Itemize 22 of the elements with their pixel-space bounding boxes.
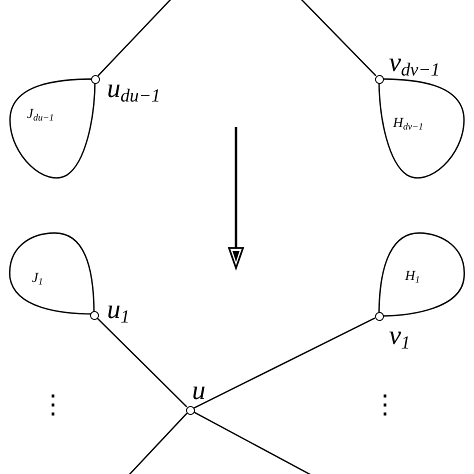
graph-edge [300, 0, 376, 76]
loop-label: J$_{1}$ [32, 272, 43, 288]
graph-edge [98, 0, 172, 76]
graph-edge [127, 412, 188, 474]
graph-edge [194, 412, 314, 474]
vertex-circle [186, 406, 194, 414]
vertex-circle [90, 310, 98, 320]
loop-label: J$_{du−1}$ [27, 108, 54, 124]
loop-label: H$_{1}$ [405, 270, 420, 286]
vertex-label: u [192, 377, 206, 404]
loop-label: H$_{dv−1}$ [393, 117, 424, 133]
ellipsis-dots: ⋮ [40, 392, 66, 418]
vertex-circle [374, 312, 384, 320]
vertex-label: u$_{1}$ [107, 296, 130, 326]
vertex-label: v$_{1}$ [389, 322, 410, 352]
ellipsis-dots: ⋮ [372, 392, 398, 418]
graph-edge [194, 317, 376, 409]
vertex-label: v$_{dv−1}$ [389, 49, 440, 79]
vertex-label: u$_{du−1}$ [107, 75, 160, 105]
vertex-circle [90, 74, 100, 84]
graph-edge [96, 318, 188, 408]
vertex-circle [374, 74, 384, 84]
